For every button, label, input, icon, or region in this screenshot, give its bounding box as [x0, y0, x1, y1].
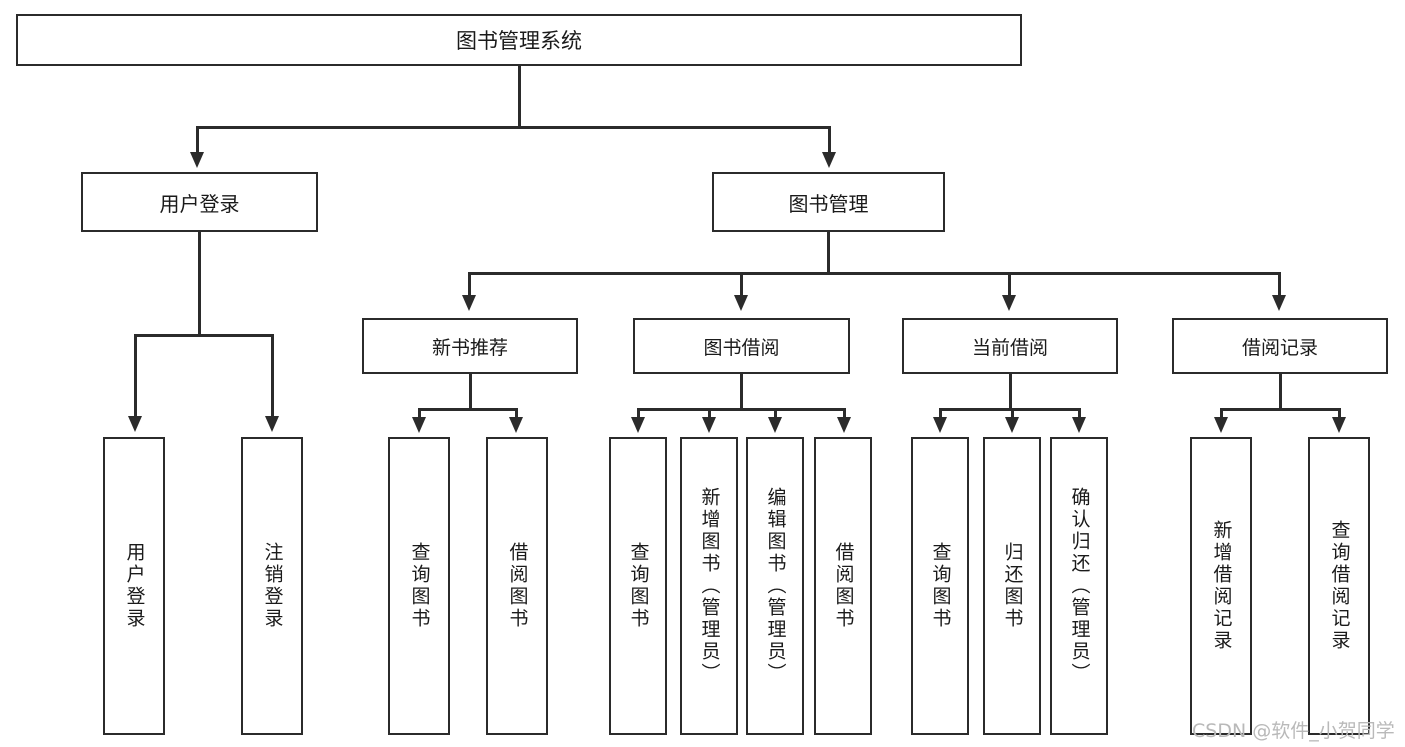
leaf-query-book-borrow[interactable]: 查询图书: [609, 437, 667, 735]
arrowhead-current-borrow-leaf2: [1005, 417, 1019, 433]
node-borrow-records[interactable]: 借阅记录: [1172, 318, 1388, 374]
connector-borrow-records-leaf1: [1220, 408, 1223, 420]
connector-book-mgmt-distributor: [468, 272, 1280, 275]
arrowhead-book-borrow-leaf1: [631, 417, 645, 433]
leaf-label: 借阅图书: [832, 542, 855, 630]
connector-book-borrow-stem: [740, 374, 743, 410]
connector-current-borrow-leaf1: [939, 408, 942, 420]
leaf-user-login[interactable]: 用户登录: [103, 437, 165, 735]
arrowhead-user-login-leaf1: [128, 416, 142, 432]
leaf-query-book-current[interactable]: 查询图书: [911, 437, 969, 735]
leaf-label: 查询图书: [408, 542, 431, 630]
node-book-borrow[interactable]: 图书借阅: [633, 318, 850, 374]
node-label: 用户登录: [159, 191, 240, 216]
connector-to-book-mgmt: [828, 126, 831, 156]
connector-root-distributor: [196, 126, 830, 129]
node-user-login[interactable]: 用户登录: [81, 172, 318, 232]
arrowhead-user-login-leaf2: [265, 416, 279, 432]
leaf-label: 查询图书: [627, 542, 650, 630]
arrowhead-borrow-records-leaf1: [1214, 417, 1228, 433]
leaf-label: 查询图书: [929, 542, 952, 630]
connector-current-borrow-leaf2: [1011, 408, 1014, 420]
node-label: 借阅记录: [1241, 336, 1318, 359]
leaf-label: 新增借阅记录: [1210, 520, 1233, 652]
arrowhead-book-borrow-leaf4: [837, 417, 851, 433]
arrowhead-new-book-rec-leaf2: [509, 417, 523, 433]
leaf-label: 查询借阅记录: [1328, 520, 1351, 652]
leaf-label: 确认归还（管理员）: [1068, 487, 1091, 685]
connector-user-login-leaf2: [271, 334, 274, 419]
arrowhead-current-borrow-leaf3: [1072, 417, 1086, 433]
node-label: 新书推荐: [431, 336, 508, 359]
connector-current-borrow-distributor: [939, 408, 1079, 411]
leaf-confirm-return-admin[interactable]: 确认归还（管理员）: [1050, 437, 1108, 735]
arrowhead-borrow-records-leaf2: [1332, 417, 1346, 433]
leaf-label: 编辑图书（管理员）: [764, 487, 787, 685]
leaf-label: 归还图书: [1001, 542, 1024, 630]
connector-to-new-book-rec: [468, 272, 471, 298]
connector-current-borrow-leaf3: [1078, 408, 1081, 420]
arrowhead-new-book-rec-leaf1: [412, 417, 426, 433]
leaf-return-book[interactable]: 归还图书: [983, 437, 1041, 735]
leaf-add-borrow-record[interactable]: 新增借阅记录: [1190, 437, 1252, 735]
arrowhead-book-borrow-leaf3: [768, 417, 782, 433]
connector-root-stem: [518, 66, 521, 128]
connector-current-borrow-stem: [1009, 374, 1012, 410]
connector-book-borrow-leaf2: [708, 408, 711, 420]
arrowhead-to-current-borrow: [1002, 295, 1016, 311]
leaf-borrow-book-new[interactable]: 借阅图书: [486, 437, 548, 735]
arrowhead-to-borrow-records: [1272, 295, 1286, 311]
connector-to-current-borrow: [1008, 272, 1011, 298]
node-new-book-recommend[interactable]: 新书推荐: [362, 318, 578, 374]
connector-book-borrow-distributor: [637, 408, 845, 411]
leaf-label: 借阅图书: [506, 542, 529, 630]
leaf-borrow-book[interactable]: 借阅图书: [814, 437, 872, 735]
leaf-add-book-admin[interactable]: 新增图书（管理员）: [680, 437, 738, 735]
connector-book-borrow-leaf4: [843, 408, 846, 420]
node-label: 图书管理: [788, 191, 869, 216]
node-label: 图书借阅: [703, 336, 780, 359]
node-label: 图书管理系统: [456, 29, 582, 53]
node-root-system[interactable]: 图书管理系统: [16, 14, 1022, 66]
connector-to-user-login: [196, 126, 199, 156]
connector-borrow-records-distributor: [1220, 408, 1339, 411]
connector-new-book-rec-distributor: [418, 408, 517, 411]
node-current-borrow[interactable]: 当前借阅: [902, 318, 1118, 374]
connector-new-book-rec-leaf1: [418, 408, 421, 420]
connector-new-book-rec-stem: [469, 374, 472, 410]
connector-user-login-distributor: [134, 334, 273, 337]
leaf-query-borrow-record[interactable]: 查询借阅记录: [1308, 437, 1370, 735]
leaf-label: 用户登录: [123, 542, 146, 630]
connector-to-borrow-records: [1278, 272, 1281, 298]
leaf-label: 新增图书（管理员）: [698, 487, 721, 685]
arrowhead-to-new-book-rec: [462, 295, 476, 311]
connector-book-mgmt-stem: [827, 232, 830, 274]
connector-to-book-borrow: [740, 272, 743, 298]
arrowhead-to-book-mgmt: [822, 152, 836, 168]
leaf-label: 注销登录: [261, 542, 284, 630]
connector-book-borrow-leaf1: [637, 408, 640, 420]
arrowhead-book-borrow-leaf2: [702, 417, 716, 433]
node-book-management[interactable]: 图书管理: [712, 172, 945, 232]
leaf-edit-book-admin[interactable]: 编辑图书（管理员）: [746, 437, 804, 735]
connector-user-login-stem: [198, 232, 201, 336]
connector-user-login-leaf1: [134, 334, 137, 419]
connector-borrow-records-stem: [1279, 374, 1282, 410]
leaf-query-book-new[interactable]: 查询图书: [388, 437, 450, 735]
connector-borrow-records-leaf2: [1338, 408, 1341, 420]
leaf-logout[interactable]: 注销登录: [241, 437, 303, 735]
connector-book-borrow-leaf3: [774, 408, 777, 420]
arrowhead-to-book-borrow: [734, 295, 748, 311]
node-label: 当前借阅: [971, 336, 1048, 359]
arrowhead-current-borrow-leaf1: [933, 417, 947, 433]
connector-new-book-rec-leaf2: [515, 408, 518, 420]
arrowhead-to-user-login: [190, 152, 204, 168]
